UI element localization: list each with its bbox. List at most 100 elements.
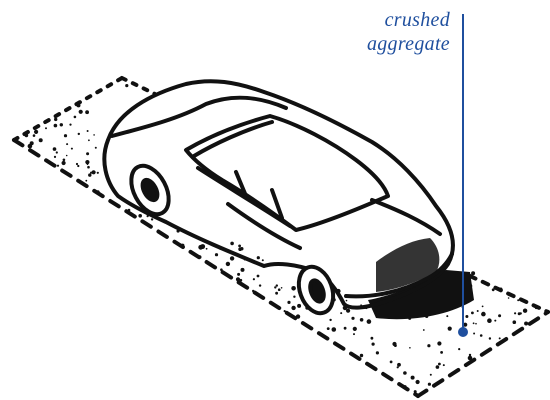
- callout-label-line-2: aggregate: [367, 32, 450, 56]
- aggregate-stone: [85, 160, 89, 164]
- aggregate-stone: [200, 245, 204, 249]
- aggregate-stone: [329, 319, 331, 321]
- aggregate-stone: [523, 309, 527, 313]
- car-wheels: [124, 160, 340, 318]
- aggregate-stone: [438, 363, 441, 366]
- aggregate-stone: [257, 275, 260, 278]
- aggregate-stone: [95, 147, 97, 149]
- aggregate-stone: [241, 268, 245, 272]
- aggregate-stone: [128, 209, 131, 212]
- aggregate-stone: [367, 319, 372, 324]
- aggregate-stone: [514, 312, 516, 314]
- aggregate-stone: [499, 337, 501, 339]
- aggregate-stone: [487, 318, 492, 323]
- aggregate-stone: [92, 170, 96, 174]
- aggregate-stone: [237, 273, 240, 276]
- aggregate-stone: [494, 320, 496, 322]
- aggregate-stone: [96, 190, 100, 194]
- aggregate-stone: [458, 348, 460, 350]
- aggregate-stone: [62, 161, 66, 165]
- aggregate-stone: [346, 300, 348, 302]
- aggregate-stone: [468, 356, 473, 361]
- aggregate-stone: [397, 363, 401, 367]
- aggregate-stone: [138, 214, 142, 218]
- aggregate-stone: [262, 259, 264, 261]
- aggregate-stone: [353, 333, 355, 335]
- aggregate-stone: [360, 354, 363, 357]
- aggregate-stone: [50, 162, 53, 165]
- aggregate-stone: [53, 147, 57, 151]
- leader-dot: [458, 327, 468, 337]
- aggregate-stone: [252, 290, 254, 292]
- aggregate-stone: [332, 327, 337, 332]
- aggregate-stone: [230, 242, 234, 246]
- aggregate-stone: [63, 159, 66, 162]
- aggregate-stone: [54, 124, 58, 128]
- aggregate-stone: [77, 165, 79, 167]
- aggregate-stone: [520, 312, 522, 314]
- aggregate-stone: [198, 255, 202, 259]
- aggregate-stone: [473, 322, 475, 324]
- aggregate-stone: [284, 310, 286, 312]
- aggregate-stone: [85, 180, 87, 182]
- aggregate-stone: [25, 134, 29, 138]
- aggregate-stone: [287, 301, 290, 304]
- aggregate-stone: [90, 172, 92, 174]
- aggregate-stone: [291, 306, 295, 310]
- aggregate-stone: [344, 327, 347, 330]
- aggregate-stone: [54, 118, 57, 121]
- aggregate-stone: [151, 218, 153, 220]
- aggregate-stone: [77, 103, 81, 107]
- aggregate-stone: [353, 327, 357, 331]
- aggregate-stone: [340, 312, 342, 314]
- aggregate-stone: [275, 292, 278, 295]
- aggregate-stone: [293, 296, 295, 298]
- aggregate-stone: [480, 334, 483, 337]
- aggregate-stone: [360, 318, 364, 322]
- aggregate-stone: [436, 365, 440, 369]
- gravel-pad-side-edge: [470, 276, 548, 312]
- aggregate-stone: [291, 286, 296, 291]
- aggregate-stone: [427, 344, 430, 347]
- aggregate-stone: [279, 306, 281, 308]
- aggregate-stone: [351, 317, 354, 320]
- aggregate-stone: [489, 337, 491, 339]
- aggregate-stone: [376, 351, 379, 354]
- aggregate-stone: [446, 315, 448, 317]
- aggregate-stone: [498, 314, 501, 317]
- aggregate-stone: [71, 148, 73, 150]
- aggregate-stone: [517, 299, 519, 301]
- aggregate-stone: [87, 166, 90, 169]
- aggregate-stone: [414, 390, 417, 393]
- aggregate-stone: [60, 123, 63, 126]
- aggregate-stone: [215, 253, 218, 256]
- aggregate-stone: [492, 288, 495, 291]
- aggregate-stone: [390, 361, 393, 364]
- aggregate-stone: [230, 256, 234, 260]
- aggregate-stone: [45, 127, 47, 129]
- aggregate-stone: [465, 315, 468, 318]
- aggregate-stone: [437, 341, 441, 345]
- aggregate-stone: [127, 211, 130, 214]
- aggregate-stone: [508, 297, 510, 299]
- aggregate-stone: [443, 364, 445, 366]
- callout-label-line-1: crushed: [367, 8, 450, 32]
- aggregate-stone: [477, 310, 479, 312]
- aggregate-stone: [475, 323, 477, 325]
- aggregate-stone: [39, 138, 43, 142]
- aggregate-stone: [88, 139, 90, 141]
- aggregate-stone: [93, 134, 95, 136]
- aggregate-stone: [346, 309, 350, 313]
- aggregate-stone: [473, 277, 476, 280]
- aggregate-stone: [33, 134, 36, 137]
- aggregate-stone: [513, 320, 517, 324]
- aggregate-stone: [86, 152, 89, 155]
- aggregate-stone: [416, 380, 420, 384]
- aggregate-stone: [79, 110, 83, 114]
- aggregate-stone: [471, 271, 475, 275]
- aggregate-stone: [257, 256, 260, 259]
- aggregate-stone: [423, 329, 425, 331]
- aggregate-stone: [394, 344, 397, 347]
- aggregate-stone: [57, 165, 59, 167]
